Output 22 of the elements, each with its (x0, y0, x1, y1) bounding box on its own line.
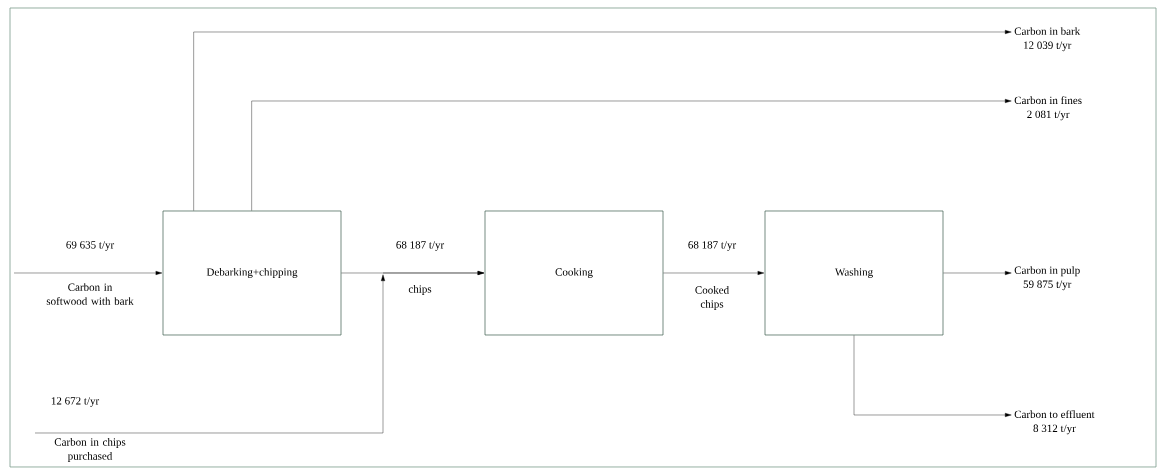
flow-label: Carbon in pulp 59 875 t/yr (1014, 266, 1080, 291)
arrow (13, 271, 163, 275)
arrow (193, 30, 1012, 211)
flow-label: Cooked chips (695, 286, 729, 310)
edge-label: 68 187 t/yr (394, 240, 446, 252)
arrow (853, 335, 1012, 417)
edge-label: 68 187 t/yr (686, 240, 738, 252)
flow-label: Carbon in softwood with bark (46, 283, 134, 305)
process-box: Washing (764, 210, 944, 336)
arrow (663, 271, 765, 275)
flow-label: Carbon in bark 12 039 t/yr (1014, 27, 1081, 52)
edge-label: 12 672 t/yr (49, 396, 101, 408)
flow-label: Carbon in fines 2 081 t/yr (1014, 96, 1082, 121)
flow-label: chips (408, 285, 432, 295)
flow-label: Carbon to effluent 8 312 t/yr (1014, 410, 1095, 435)
arrow (943, 271, 1012, 275)
arrow (251, 99, 1012, 211)
process-box: Cooking (484, 210, 664, 336)
edge-label: 69 635 t/yr (64, 240, 116, 252)
arrow (34, 271, 485, 434)
flow-label: Carbon in chips purchased (54, 438, 126, 462)
process-box: Debarking+chipping (162, 210, 342, 336)
